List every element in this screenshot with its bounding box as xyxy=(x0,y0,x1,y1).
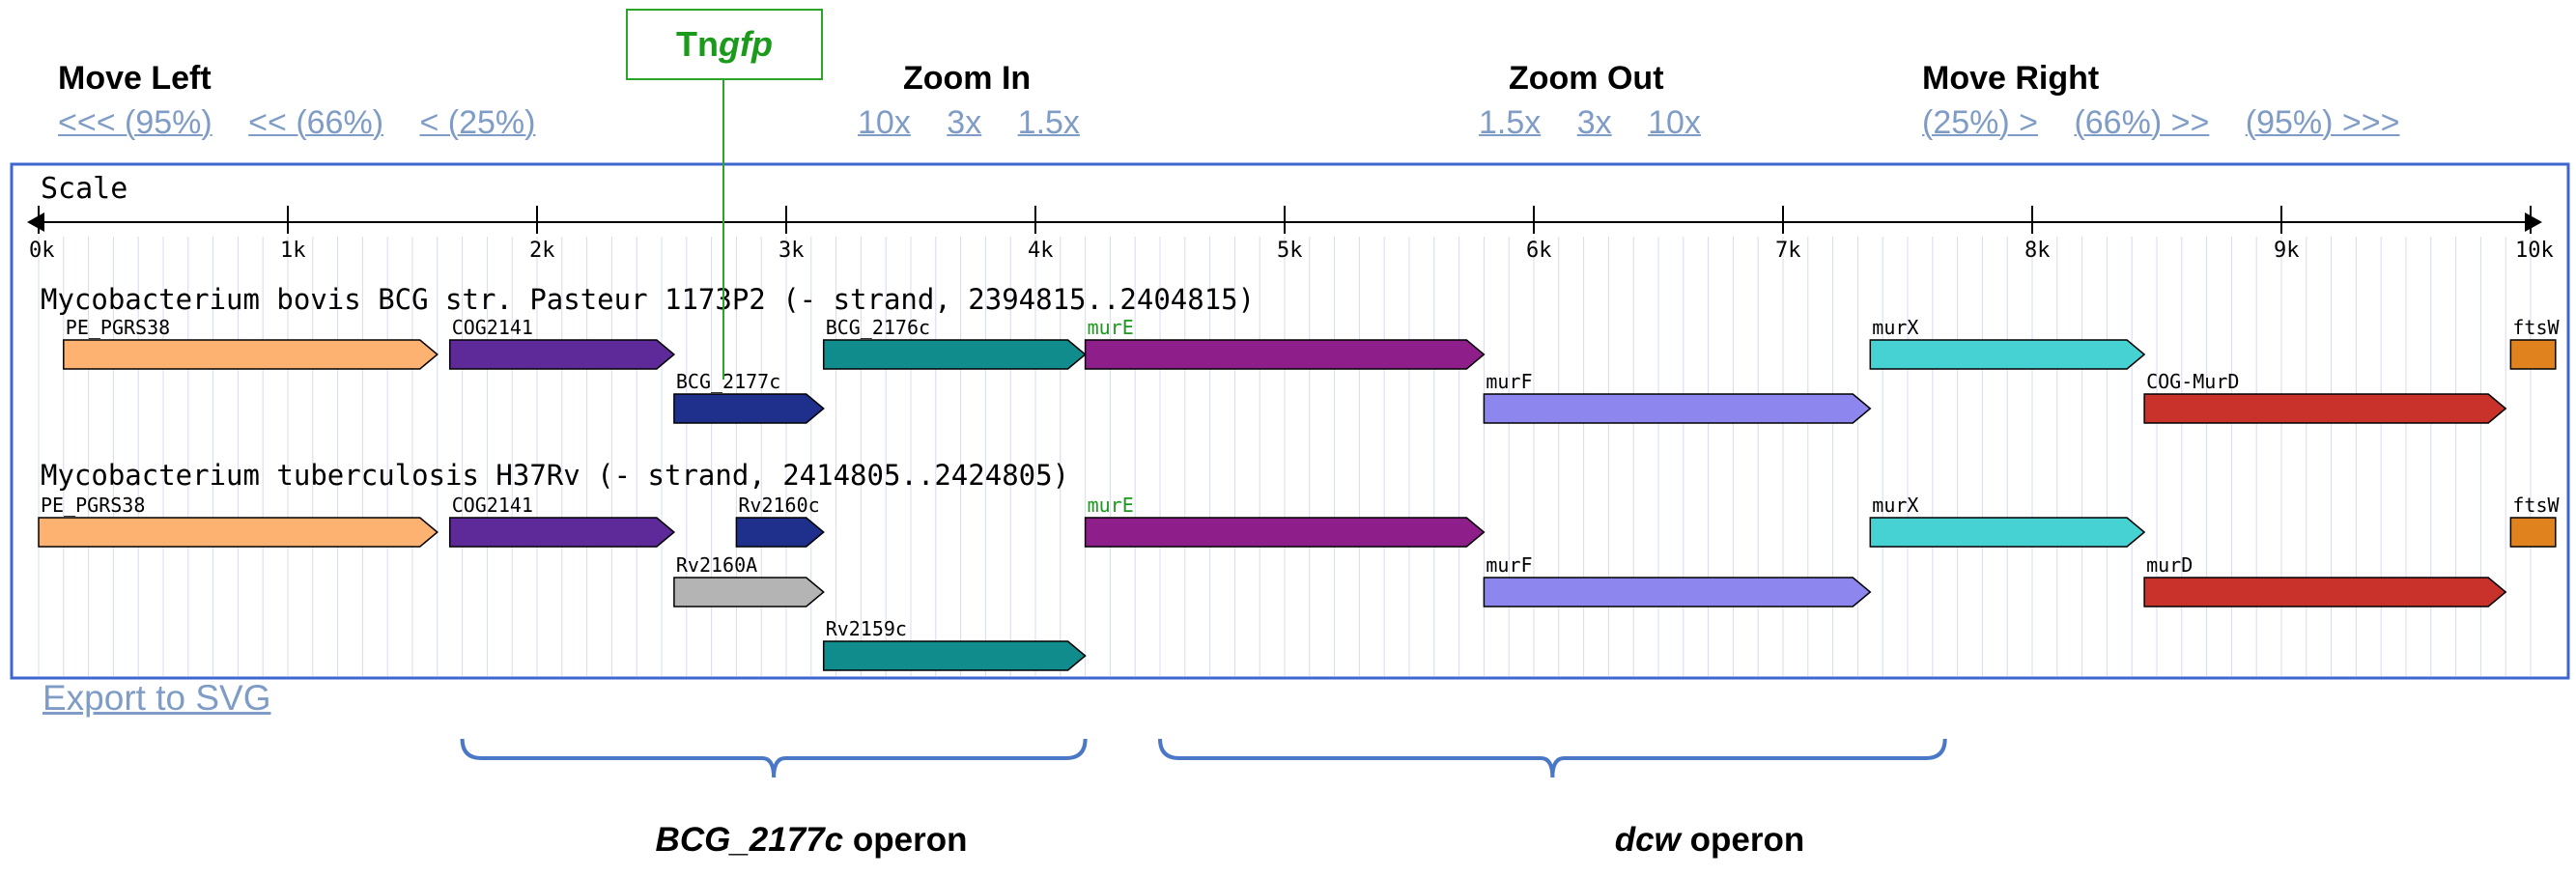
gene-label: murE xyxy=(1088,316,1134,339)
gene-arrow-murx[interactable] xyxy=(1869,517,2146,548)
genome-title-bcg: Mycobacterium bovis BCG str. Pasteur 117… xyxy=(41,283,1255,316)
zoom-in-10x-link[interactable]: 10x xyxy=(858,104,911,141)
scale-tick-label: 4k xyxy=(1028,239,1054,263)
gene-arrow-ftsw[interactable] xyxy=(2509,517,2557,548)
scale-tick-label: 6k xyxy=(1526,239,1552,263)
zoom-in-title: Zoom In xyxy=(903,60,1032,97)
scale-tick-label: 1k xyxy=(280,239,306,263)
gene-arrow-murx[interactable] xyxy=(1869,339,2146,370)
operon-bracket xyxy=(460,738,1088,778)
gene-label: Rv2159c xyxy=(826,617,907,640)
tngfp-insertion-line xyxy=(722,80,724,380)
scale-tick-label: 9k xyxy=(2274,239,2300,263)
gene-label: PE_PGRS38 xyxy=(41,494,145,517)
move-left-links: <<< (95%) << (66%) < (25%) xyxy=(58,104,562,142)
move-left-title: Move Left xyxy=(58,60,212,97)
gene-label: COG2141 xyxy=(452,316,533,339)
scale-tick-label: 2k xyxy=(529,239,555,263)
gene-arrow-bcg-2176c[interactable] xyxy=(822,339,1087,370)
scale-tick-label: 7k xyxy=(1775,239,1801,263)
scale-axis-arrow-right-icon xyxy=(2525,212,2542,232)
operon-brackets xyxy=(460,738,1947,778)
zoom-out-10x-link[interactable]: 10x xyxy=(1648,104,1701,141)
gene-label: ftsW xyxy=(2512,494,2560,517)
gene-label: Rv2160A xyxy=(676,553,757,577)
gene-arrow-murf[interactable] xyxy=(1483,393,1872,424)
gene-arrow-pe-pgrs38[interactable] xyxy=(63,339,439,370)
operon-label-bcg2177c-gene: BCG_2177c xyxy=(655,821,844,859)
gene-arrow-rv2160c[interactable] xyxy=(735,517,825,548)
move-right-95-link[interactable]: (95%) >>> xyxy=(2245,104,2400,141)
gene-arrow-cog-murd[interactable] xyxy=(2143,393,2507,424)
genome-title-h37rv: Mycobacterium tuberculosis H37Rv (- stra… xyxy=(41,459,1069,492)
move-left-66-link[interactable]: << (66%) xyxy=(248,104,384,141)
gene-arrow-murd[interactable] xyxy=(2143,577,2507,608)
zoom-out-3x-link[interactable]: 3x xyxy=(1576,104,1612,141)
scale-tick-label: 5k xyxy=(1277,239,1303,263)
gene-label: murX xyxy=(1872,494,1918,517)
operon-label-bcg2177c: BCG_2177c operon xyxy=(599,821,1024,860)
operon-bracket xyxy=(1158,738,1947,778)
scale-tick-label: 10k xyxy=(2515,239,2554,263)
scale-ticks: 0k 1k 2k 3k 4k 5k 6k 7k 8k 9k 10k xyxy=(29,206,2554,263)
scale-label: Scale xyxy=(41,172,127,206)
zoom-in-3x-link[interactable]: 3x xyxy=(947,104,982,141)
scale-axis: 0k 1k 2k 3k 4k 5k 6k 7k 8k 9k 10k xyxy=(27,206,2554,263)
gene-arrow-pe-pgrs38[interactable] xyxy=(38,517,439,548)
gene-label: BCG_2177c xyxy=(676,370,780,393)
gene-label: COG-MurD xyxy=(2146,370,2239,393)
gene-label: PE_PGRS38 xyxy=(66,316,170,339)
move-left-95-link[interactable]: <<< (95%) xyxy=(58,104,212,141)
operon-label-dcw-suffix: operon xyxy=(1680,821,1805,859)
gene-label: murF xyxy=(1486,370,1532,393)
gene-label: murE xyxy=(1088,494,1134,517)
gene-arrow-ftsw[interactable] xyxy=(2509,339,2557,370)
operon-label-bcg2177c-suffix: operon xyxy=(843,821,968,859)
gene-arrow-mure[interactable] xyxy=(1084,339,1486,370)
gene-label: murX xyxy=(1872,316,1918,339)
export-svg-link[interactable]: Export to SVG xyxy=(42,678,271,718)
gene-arrow-bcg-2177c[interactable] xyxy=(673,393,825,424)
browser-frame xyxy=(10,162,2570,680)
scale-tick-label: 3k xyxy=(778,239,805,263)
move-right-66-link[interactable]: (66%) >> xyxy=(2074,104,2210,141)
zoom-in-links: 10x 3x 1.5x xyxy=(858,104,1107,142)
zoom-in-1-5x-link[interactable]: 1.5x xyxy=(1017,104,1080,141)
operon-label-dcw: dcw operon xyxy=(1497,821,1922,860)
gene-label: ftsW xyxy=(2512,316,2560,339)
move-right-title: Move Right xyxy=(1922,60,2100,97)
gene-label: murD xyxy=(2146,553,2193,577)
tngfp-italic: gfp xyxy=(719,24,773,64)
gene-label: BCG_2176c xyxy=(826,316,930,339)
scale-tick-label: 0k xyxy=(29,239,55,263)
gene-arrow-rv2159c[interactable] xyxy=(822,640,1087,671)
gene-arrow-mure[interactable] xyxy=(1084,517,1486,548)
zoom-out-links: 1.5x 3x 10x xyxy=(1479,104,1728,142)
operon-label-dcw-gene: dcw xyxy=(1614,821,1681,859)
scale-tick-label: 8k xyxy=(2024,239,2051,263)
gene-label: murF xyxy=(1486,553,1532,577)
gene-arrow-rv2160a[interactable] xyxy=(673,577,825,608)
zoom-out-1-5x-link[interactable]: 1.5x xyxy=(1479,104,1542,141)
gene-label: Rv2160c xyxy=(738,494,819,517)
scale-axis-arrow-left-icon xyxy=(27,212,44,232)
zoom-out-title: Zoom Out xyxy=(1509,60,1664,97)
gene-arrow-cog2141[interactable] xyxy=(448,517,676,548)
move-right-links: (25%) > (66%) >> (95%) >>> xyxy=(1922,104,2426,142)
move-left-25-link[interactable]: < (25%) xyxy=(419,104,536,141)
gene-arrow-murf[interactable] xyxy=(1483,577,1872,608)
gene-label: COG2141 xyxy=(452,494,533,517)
tngfp-prefix: Tn xyxy=(676,24,719,64)
gene-arrow-cog2141[interactable] xyxy=(448,339,676,370)
move-right-25-link[interactable]: (25%) > xyxy=(1922,104,2038,141)
